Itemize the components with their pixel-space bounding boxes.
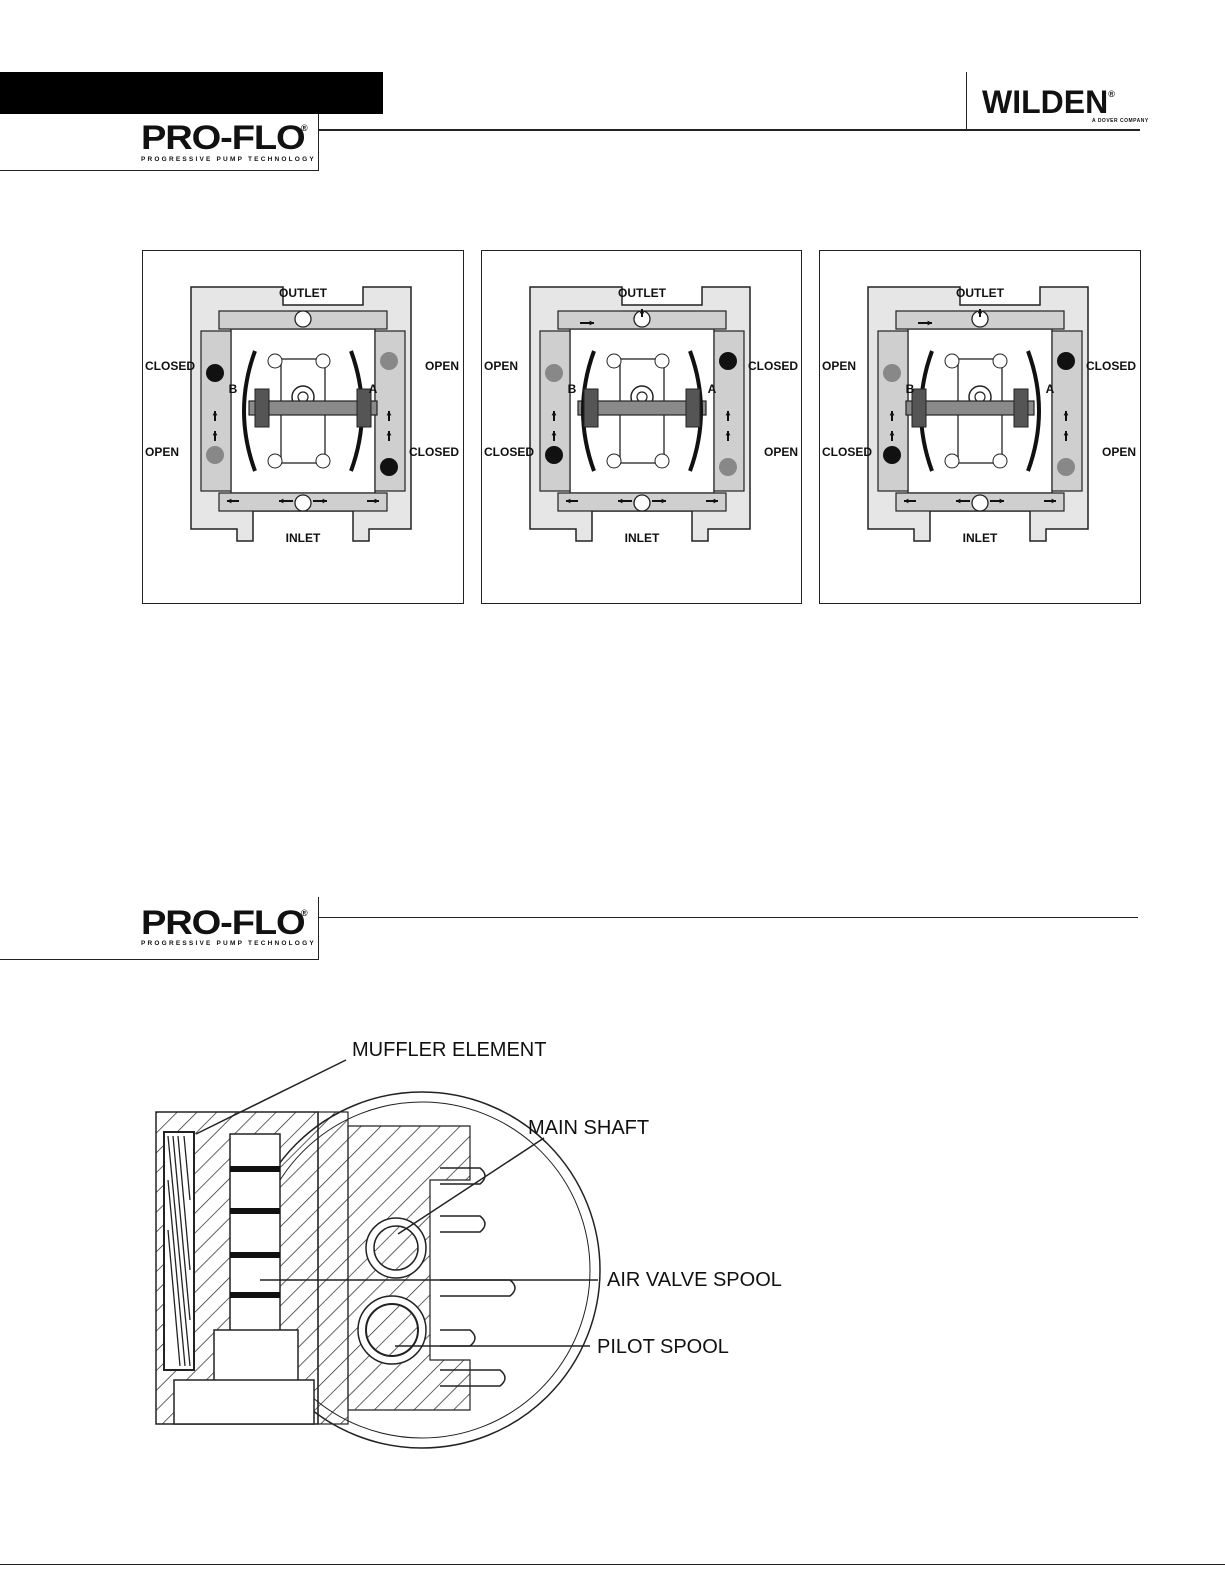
right-diaphragm-plate [686, 389, 700, 427]
right-top-check-ball [1057, 352, 1075, 370]
right-bottom-valve-label: OPEN [1102, 445, 1136, 459]
right-top-valve-label: CLOSED [1086, 359, 1136, 373]
left-diaphragm-plate [584, 389, 598, 427]
chamber-b-label: B [906, 382, 915, 396]
footer-rule [0, 1564, 1225, 1565]
chamber-a-label: A [1046, 382, 1055, 396]
air-valve-cutaway: MUFFLER ELEMENT MAIN SHAFT AIR VALVE SPO… [140, 1030, 820, 1480]
pump-assembly [530, 287, 750, 541]
pilot-spool [366, 1304, 418, 1356]
pump-assembly [868, 287, 1088, 541]
left-diaphragm-plate [255, 389, 269, 427]
operation-diagram-3: OUTLET INLET OPEN CLOSED CLOSED OPEN B A [819, 250, 1141, 604]
section2-registered-mark: ® [301, 908, 308, 918]
wilden-registered-mark: ® [1108, 89, 1115, 99]
proflo-registered-mark: ® [301, 123, 308, 133]
header-rule [318, 129, 1140, 131]
inlet-ball [972, 495, 988, 511]
muffler-element-label: MUFFLER ELEMENT [352, 1039, 546, 1061]
left-bottom-valve-label: CLOSED [484, 445, 534, 459]
section2-proflo-logo: PRO-FLO® [141, 906, 294, 940]
inlet-label: INLET [625, 531, 660, 545]
left-bottom-valve-label: CLOSED [822, 445, 872, 459]
inlet-label: INLET [963, 531, 998, 545]
left-top-check-ball [206, 364, 224, 382]
proflo-wordmark: PRO-FLO [141, 121, 305, 155]
right-top-valve-label: CLOSED [748, 359, 798, 373]
nut [607, 354, 621, 368]
left-bottom-check-ball [883, 446, 901, 464]
left-bottom-valve-label: OPEN [145, 445, 179, 459]
right-top-check-ball [380, 352, 398, 370]
left-top-valve-label: CLOSED [145, 359, 195, 373]
right-bottom-valve-label: OPEN [764, 445, 798, 459]
right-bottom-check-ball [380, 458, 398, 476]
nut [655, 454, 669, 468]
outlet-label: OUTLET [618, 286, 667, 300]
section2-proflo-tagline: PROGRESSIVE PUMP TECHNOLOGY [141, 940, 316, 947]
nut [607, 454, 621, 468]
right-bottom-valve-label: CLOSED [409, 445, 459, 459]
right-bottom-check-ball [719, 458, 737, 476]
wilden-wordmark: WILDEN [982, 84, 1108, 120]
header-divider [966, 72, 967, 130]
left-top-valve-label: OPEN [484, 359, 518, 373]
main-shaft-label: MAIN SHAFT [528, 1117, 649, 1139]
proflo-tagline: PROGRESSIVE PUMP TECHNOLOGY [141, 156, 316, 163]
pilot-spool-label: PILOT SPOOL [597, 1336, 729, 1358]
right-top-valve-label: OPEN [425, 359, 459, 373]
nut [316, 454, 330, 468]
outlet-label: OUTLET [279, 286, 328, 300]
nut [316, 354, 330, 368]
main-shaft [374, 1226, 418, 1270]
inlet-label: INLET [286, 531, 321, 545]
pump-diagram-1-svg: OUTLET INLET CLOSED OPEN OPEN CLOSED B A [143, 251, 463, 603]
nut [945, 454, 959, 468]
inlet-ball [634, 495, 650, 511]
inlet-ball [295, 495, 311, 511]
nut [993, 454, 1007, 468]
nut [945, 354, 959, 368]
pump-diagram-3-svg: OUTLET INLET OPEN CLOSED CLOSED OPEN B A [820, 251, 1140, 603]
chamber-a-label: A [369, 382, 378, 396]
header-black-bar [0, 72, 383, 114]
section2-rule [318, 917, 1138, 918]
left-bottom-check-ball [206, 446, 224, 464]
wilden-subtitle: A DOVER COMPANY [1092, 118, 1149, 124]
air-valve-spool-label: AIR VALVE SPOOL [607, 1269, 782, 1291]
outlet-ball [295, 311, 311, 327]
outlet-label: OUTLET [956, 286, 1005, 300]
left-top-valve-label: OPEN [822, 359, 856, 373]
pump-diagram-2-svg: OUTLET INLET OPEN CLOSED CLOSED OPEN B A [482, 251, 801, 603]
right-top-check-ball [719, 352, 737, 370]
wilden-logo: WILDEN® [982, 84, 1115, 121]
right-diaphragm-plate [1014, 389, 1028, 427]
pump-assembly [191, 287, 411, 541]
proflo-logo: PRO-FLO® [141, 121, 294, 155]
left-top-check-ball [545, 364, 563, 382]
section2-proflo-wordmark: PRO-FLO [141, 906, 305, 940]
nut [655, 354, 669, 368]
nut [268, 354, 282, 368]
right-bottom-check-ball [1057, 458, 1075, 476]
operation-diagram-1: OUTLET INLET CLOSED OPEN OPEN CLOSED B A [142, 250, 464, 604]
nut [993, 354, 1007, 368]
left-bottom-check-ball [545, 446, 563, 464]
air-valve-cutaway-svg: MUFFLER ELEMENT MAIN SHAFT AIR VALVE SPO… [140, 1030, 820, 1480]
chamber-b-label: B [229, 382, 238, 396]
operation-diagram-2: OUTLET INLET OPEN CLOSED CLOSED OPEN B A [481, 250, 802, 604]
chamber-b-label: B [568, 382, 577, 396]
air-valve-spool [230, 1134, 280, 1334]
left-top-check-ball [883, 364, 901, 382]
nut [268, 454, 282, 468]
chamber-a-label: A [708, 382, 717, 396]
